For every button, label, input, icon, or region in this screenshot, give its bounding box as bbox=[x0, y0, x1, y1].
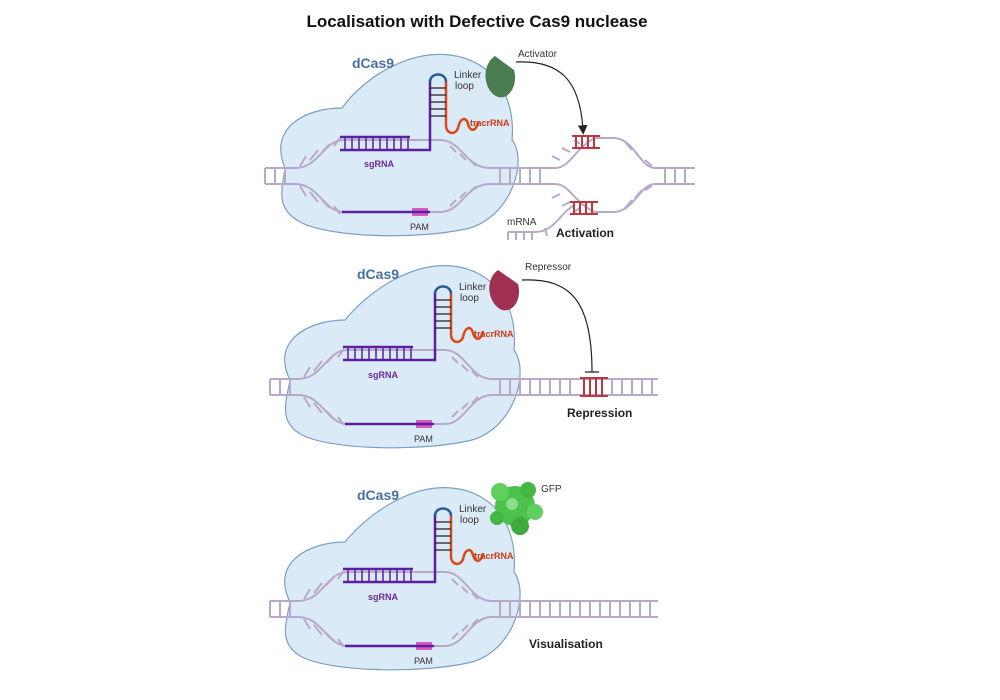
visualisation-label: Visualisation bbox=[529, 637, 603, 651]
linker-label-line1: Linker bbox=[459, 282, 487, 293]
repression-target-site bbox=[580, 377, 608, 397]
tracrrna-hairpin bbox=[433, 507, 485, 566]
dcas9-protein bbox=[280, 53, 519, 237]
repressor-label: Repressor bbox=[525, 262, 572, 273]
repression-label: Repression bbox=[567, 406, 632, 420]
protein-label: dCas9 bbox=[357, 266, 399, 282]
pam-label: PAM bbox=[414, 656, 433, 666]
panel-activation: dCas9 Linker loop tracrRNA sgRNA PAM Act… bbox=[264, 49, 695, 240]
activation-arrow bbox=[515, 61, 588, 135]
dcas9-protein bbox=[284, 265, 521, 449]
tracrrna-label: tracrRNA bbox=[470, 118, 510, 128]
activator-effector bbox=[485, 56, 516, 98]
linker-label-line2: loop bbox=[460, 293, 479, 304]
sgrna-label: sgRNA bbox=[368, 370, 399, 380]
gfp-effector bbox=[490, 482, 543, 535]
figure-title: Localisation with Defective Cas9 nucleas… bbox=[306, 12, 648, 31]
activation-label: Activation bbox=[556, 226, 614, 240]
gfp-label: GFP bbox=[541, 484, 562, 495]
sgrna-label: sgRNA bbox=[368, 592, 399, 602]
protein-label: dCas9 bbox=[357, 487, 399, 503]
linker-label-line2: loop bbox=[460, 515, 479, 526]
tracrrna-label: tracrRNA bbox=[474, 329, 514, 339]
sgrna-strand bbox=[343, 514, 437, 584]
mrna-strand bbox=[507, 204, 576, 240]
linker-label-line1: Linker bbox=[459, 504, 487, 515]
mrna-label: mRNA bbox=[507, 217, 537, 228]
sgrna-strand bbox=[340, 80, 432, 152]
activator-label: Activator bbox=[518, 49, 558, 60]
sgrna-strand bbox=[343, 292, 437, 362]
tracrrna-hairpin bbox=[433, 285, 485, 344]
repressor-effector bbox=[489, 270, 520, 311]
protein-label: dCas9 bbox=[352, 55, 394, 71]
panel-visualisation: dCas9 Linker loop tracrRNA sgRNA PAM GFP… bbox=[269, 482, 658, 671]
tracrrna-label: tracrRNA bbox=[474, 551, 514, 561]
tracrrna-hairpin bbox=[428, 73, 480, 135]
activation-target-sites bbox=[570, 135, 600, 215]
dna-double-strand bbox=[264, 137, 695, 215]
sgrna-label: sgRNA bbox=[364, 159, 395, 169]
panel-repression: dCas9 Linker loop tracrRNA sgRNA PAM Rep… bbox=[269, 262, 658, 449]
linker-label-line2: loop bbox=[455, 81, 474, 92]
linker-label-line1: Linker bbox=[454, 70, 482, 81]
dcas9-protein bbox=[284, 487, 521, 671]
repression-inhibitor bbox=[521, 279, 599, 373]
pam-label: PAM bbox=[410, 222, 429, 232]
pam-label: PAM bbox=[414, 434, 433, 444]
